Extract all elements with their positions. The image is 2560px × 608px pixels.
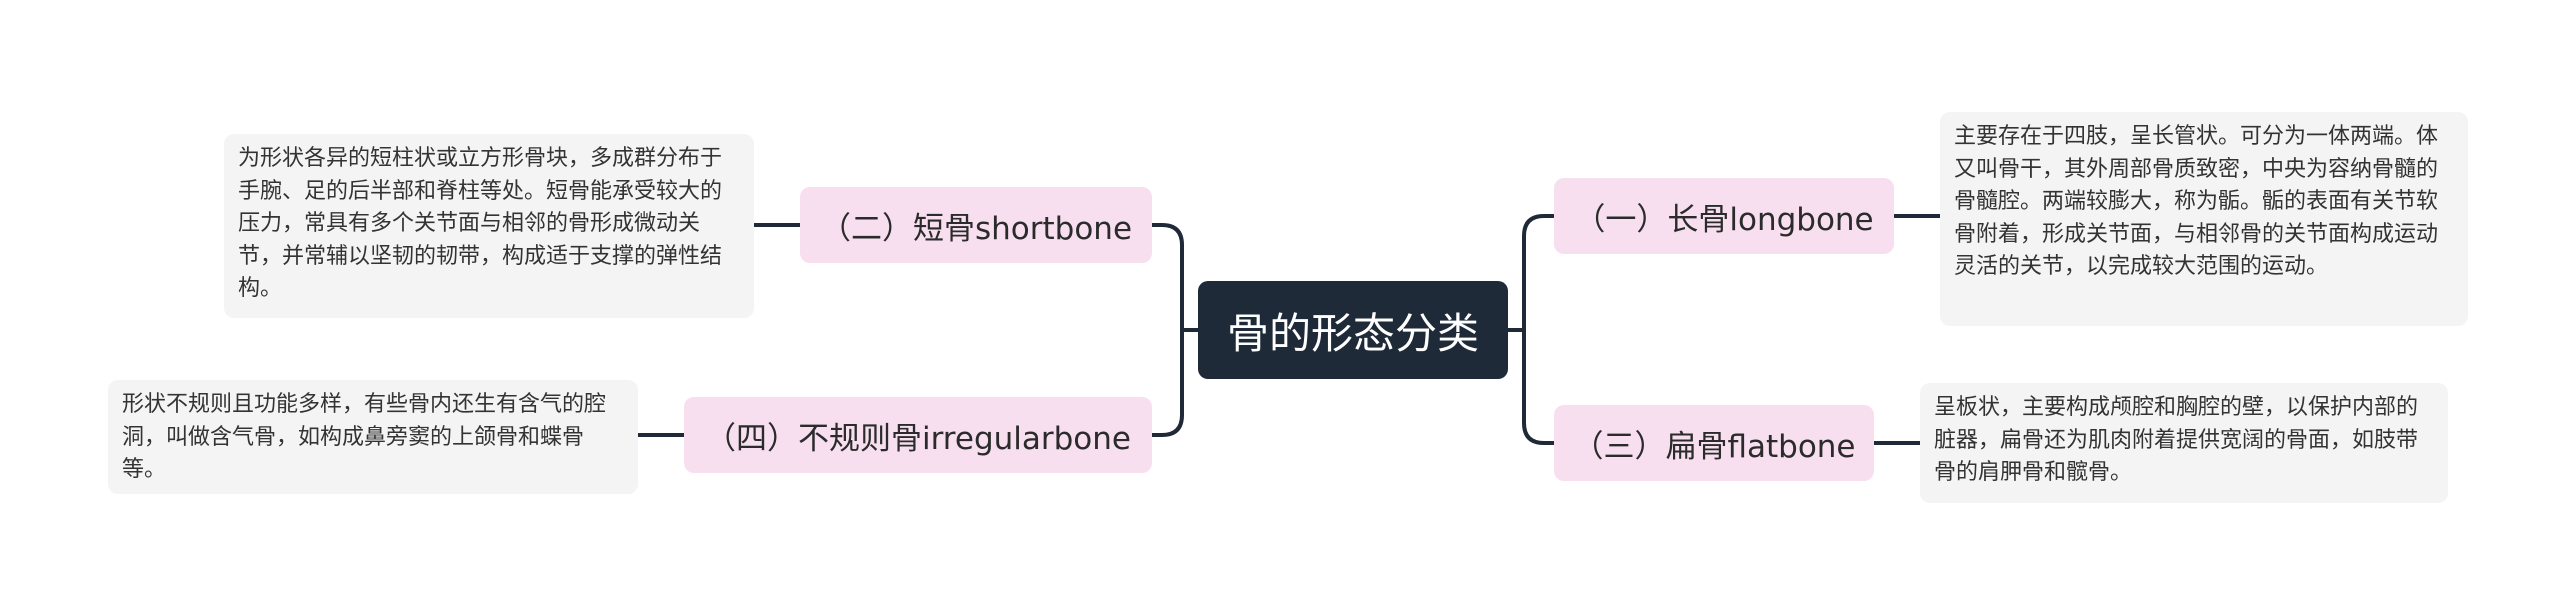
note-flat-bone-text: 呈板状，主要构成颅腔和胸腔的壁，以保护内部的脏器，扁骨还为肌肉附着提供宽阔的骨面…: [1934, 395, 2419, 485]
topic-irregular-bone-label: （四）不规则骨irregularbone: [705, 420, 1131, 457]
topic-long-bone-label: （一）长骨longbone: [1574, 201, 1874, 238]
root-topic[interactable]: 骨的形态分类: [1198, 281, 1508, 379]
note-flat-bone: 呈板状，主要构成颅腔和胸腔的壁，以保护内部的脏器，扁骨还为肌肉附着提供宽阔的骨面…: [1920, 383, 2448, 503]
note-short-bone-text: 为形状各异的短柱状或立方形骨块，多成群分布于手腕、足的后半部和脊柱等处。短骨能承…: [238, 146, 723, 301]
note-irregular-bone: 形状不规则且功能多样，有些骨内还生有含气的腔洞，叫做含气骨，如构成鼻旁窦的上颌骨…: [108, 380, 638, 494]
note-long-bone: 主要存在于四肢，呈长管状。可分为一体两端。体又叫骨干，其外周部骨质致密，中央为容…: [1940, 112, 2468, 326]
topic-long-bone[interactable]: （一）长骨longbone: [1554, 178, 1894, 254]
root-topic-label: 骨的形态分类: [1226, 308, 1479, 358]
topic-flat-bone[interactable]: （三）扁骨flatbone: [1554, 405, 1874, 481]
topic-short-bone[interactable]: （二）短骨shortbone: [800, 187, 1152, 263]
topic-flat-bone-label: （三）扁骨flatbone: [1572, 428, 1856, 465]
connector-root-long: [1522, 214, 1556, 332]
note-short-bone: 为形状各异的短柱状或立方形骨块，多成群分布于手腕、足的后半部和脊柱等处。短骨能承…: [224, 134, 754, 318]
note-irregular-bone-text: 形状不规则且功能多样，有些骨内还生有含气的腔洞，叫做含气骨，如构成鼻旁窦的上颌骨…: [122, 392, 607, 482]
connector-root-flat: [1522, 328, 1556, 445]
connector-root-short: [1150, 223, 1184, 332]
connector-root-irregular: [1150, 328, 1184, 437]
note-long-bone-text: 主要存在于四肢，呈长管状。可分为一体两端。体又叫骨干，其外周部骨质致密，中央为容…: [1954, 124, 2439, 279]
topic-short-bone-label: （二）短骨shortbone: [819, 210, 1133, 247]
topic-irregular-bone[interactable]: （四）不规则骨irregularbone: [684, 397, 1152, 473]
